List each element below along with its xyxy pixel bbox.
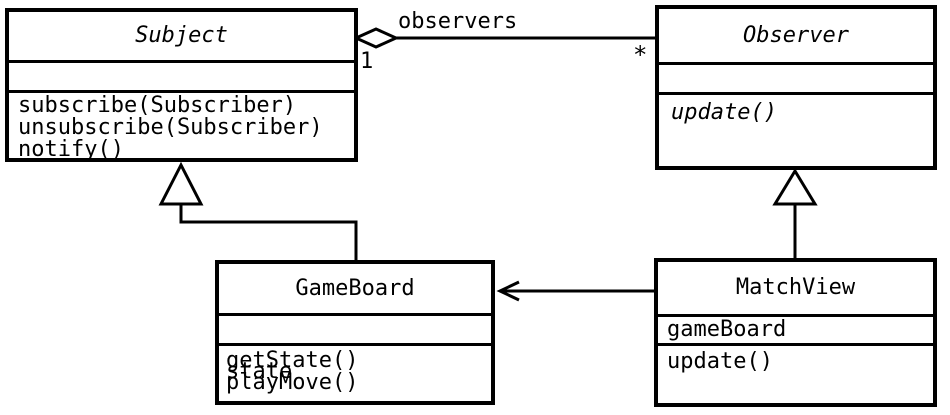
- method-item: getState(): [226, 348, 359, 373]
- methods-compartment: subscribe(Subscriber) unsubscribe(Subscr…: [9, 90, 354, 161]
- multiplicity-label-subject-end: 1: [360, 49, 374, 74]
- multiplicity-label-observer-end: *: [633, 41, 648, 69]
- class-subject: Subject subscribe(Subscriber) unsubscrib…: [5, 8, 358, 162]
- method-item: update(): [667, 349, 773, 374]
- generalization-triangle-icon: [772, 168, 818, 206]
- open-arrowhead-icon: [496, 280, 520, 302]
- attributes-compartment: [9, 60, 354, 90]
- class-title: Subject: [9, 12, 354, 60]
- aggregation-diamond-icon: [352, 27, 400, 49]
- attributes-compartment: gameBoard: [658, 314, 933, 343]
- association-edge-matchview-gameboard: [496, 280, 655, 302]
- class-title: Observer: [659, 9, 933, 62]
- methods-compartment: update(): [659, 92, 933, 166]
- class-name-matchview: MatchView: [735, 275, 856, 300]
- class-title: GameBoard: [219, 264, 491, 313]
- class-title: MatchView: [658, 262, 933, 314]
- generalization-triangle-icon: [158, 161, 204, 206]
- method-item: unsubscribe(Subscriber): [18, 115, 323, 140]
- methods-compartment: getState() playMove(): [219, 343, 491, 401]
- methods-compartment: update(): [658, 343, 933, 403]
- class-observer: Observer update(): [655, 5, 937, 170]
- attributes-compartment: [659, 62, 933, 92]
- class-name-gameboard: GameBoard: [295, 275, 415, 301]
- method-item: update(): [671, 100, 777, 125]
- class-name-observer: Observer: [743, 22, 849, 48]
- aggregation-role-label: observers: [398, 9, 518, 34]
- attribute-item: state: [226, 359, 293, 384]
- generalization-edge-gameboard-subject: [158, 161, 358, 261]
- method-item: notify(): [18, 137, 124, 162]
- generalization-edge-matchview-observer: [772, 168, 818, 260]
- method-item: subscribe(Subscriber): [18, 93, 297, 118]
- attributes-compartment: state: [219, 313, 491, 383]
- class-gameboard: GameBoard state getState() playMove(): [215, 260, 495, 405]
- class-matchview: MatchView gameBoard update(): [654, 258, 937, 407]
- attribute-item: gameBoard: [667, 317, 787, 342]
- method-item: playMove(): [226, 370, 359, 395]
- class-name-subject: Subject: [135, 23, 228, 48]
